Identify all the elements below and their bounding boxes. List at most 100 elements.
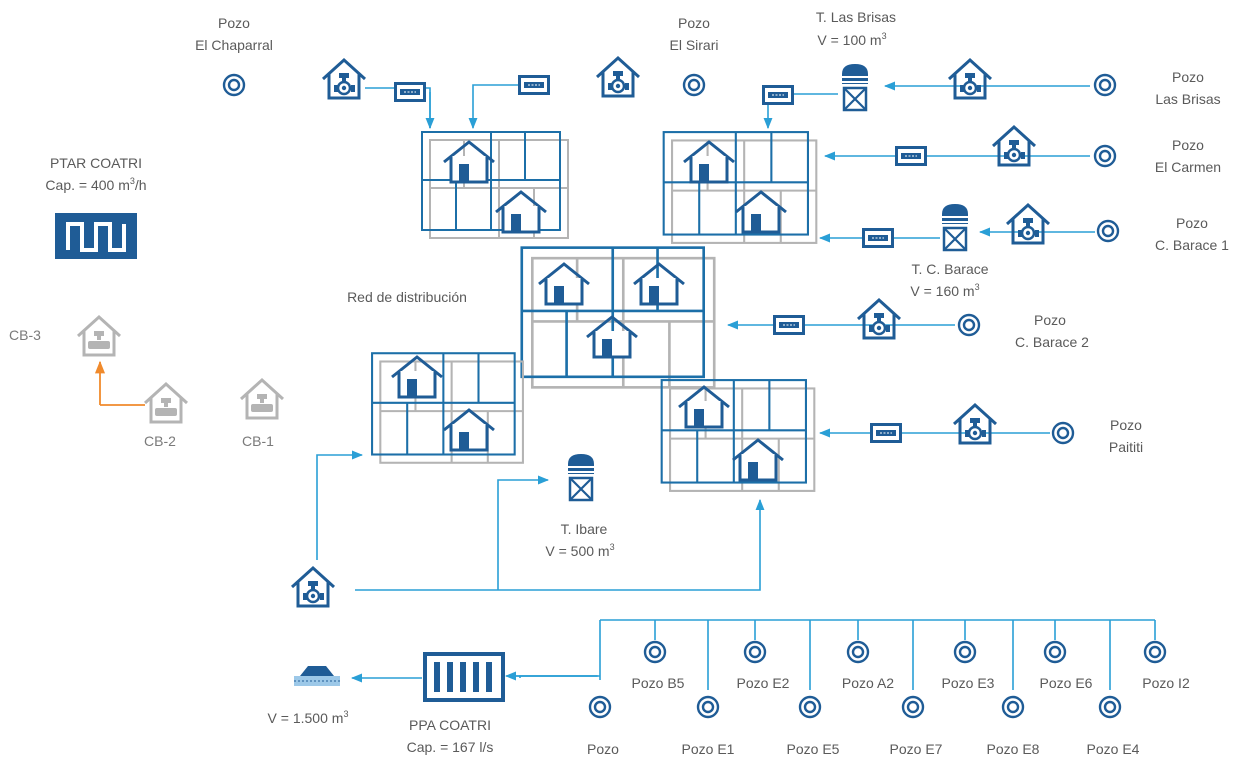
tank-las-brisas-volume: V = 100 m3 [817, 31, 886, 48]
district-grid [421, 131, 569, 239]
house-icon [442, 140, 496, 184]
house-icon [677, 385, 731, 429]
well-icon [846, 640, 870, 664]
pump-station-cb2-icon [143, 382, 189, 424]
well-sirari-label-1: Pozo [678, 15, 710, 31]
pump-house-icon [290, 566, 336, 608]
well-carmen-label-1: Pozo [1172, 137, 1204, 153]
well-icon [1093, 144, 1117, 168]
well-barace2-label-1: Pozo [1034, 312, 1066, 328]
field-well-label: Pozo E1 [682, 741, 735, 757]
well-chaparral-label-2: El Chaparral [195, 37, 273, 53]
well-barace2-label-2: C. Barace 2 [1015, 334, 1089, 350]
tank-ibare-volume: V = 500 m3 [545, 542, 614, 559]
field-well-label: Pozo E2 [737, 675, 790, 691]
house-icon [731, 438, 785, 482]
house-icon [390, 355, 444, 399]
reservoir-icon [294, 666, 340, 686]
well-las-brisas-label-1: Pozo [1172, 69, 1204, 85]
network-label: Red de distribución [347, 289, 467, 305]
field-well-label: Pozo [587, 741, 619, 757]
distribution-network [370, 131, 818, 492]
field-well-label: Pozo E5 [787, 741, 840, 757]
meter-icon [762, 85, 794, 105]
pump-house-icon [595, 56, 641, 98]
well-icon [953, 640, 977, 664]
well-icon [588, 695, 612, 719]
meter-icon [862, 228, 894, 248]
meter-icon [870, 423, 902, 443]
house-icon [494, 190, 548, 234]
cb1-label: CB-1 [242, 433, 274, 449]
meter-icon [394, 82, 426, 102]
pump-house-icon [991, 125, 1037, 167]
district-grid [520, 246, 716, 389]
house-icon [537, 262, 591, 306]
well-chaparral-label-1: Pozo [218, 15, 250, 31]
pump-house-icon [856, 298, 902, 340]
well-icon [957, 313, 981, 337]
well-icon [743, 640, 767, 664]
well-barace1-label-1: Pozo [1176, 215, 1208, 231]
house-icon [632, 262, 686, 306]
ppa-plant-icon [423, 652, 505, 702]
ppa-title: PPA COATRI [409, 717, 491, 733]
water-tower-icon [940, 202, 970, 252]
cb3-label: CB-3 [9, 327, 41, 343]
pump-house-icon [321, 58, 367, 100]
cb2-label: CB-2 [144, 433, 176, 449]
meter-icon [518, 75, 550, 95]
pump-house-icon [947, 58, 993, 100]
well-icon [798, 695, 822, 719]
well-paititi-label-1: Pozo [1110, 417, 1142, 433]
ptar-title: PTAR COATRI [50, 155, 142, 171]
district-grid [660, 379, 816, 492]
field-well-label: Pozo E7 [890, 741, 943, 757]
treatment-plant-icon [55, 213, 137, 259]
pump-house-icon [1005, 203, 1051, 245]
well-sirari-label-2: El Sirari [669, 37, 718, 53]
tank-ibare-name: T. Ibare [561, 521, 608, 537]
ptar-capacity: Cap. = 400 m3/h [45, 176, 146, 193]
field-well-label: Pozo E4 [1087, 741, 1140, 757]
well-icon [1096, 219, 1120, 243]
well-icon [1098, 695, 1122, 719]
field-well-label: Pozo E3 [942, 675, 995, 691]
district-grid [662, 131, 818, 244]
well-icon [643, 640, 667, 664]
field-well-label: Pozo E8 [987, 741, 1040, 757]
well-icon [682, 73, 706, 97]
orange-pipe [100, 362, 145, 406]
field-well-label: Pozo I2 [1142, 675, 1190, 691]
tank-barace-volume: V = 160 m3 [910, 282, 979, 299]
well-icon [1093, 73, 1117, 97]
district-grid [370, 352, 525, 464]
well-icon [1143, 640, 1167, 664]
well-carmen-label-2: El Carmen [1155, 159, 1221, 175]
ppa-capacity: Cap. = 167 l/s [407, 739, 494, 755]
tank-las-brisas-name: T. Las Brisas [816, 9, 896, 25]
field-well-label: Pozo E6 [1040, 675, 1093, 691]
well-icon [1043, 640, 1067, 664]
meter-icon [895, 146, 927, 166]
well-paititi-label-2: Paititi [1109, 439, 1143, 455]
pump-station-cb3-icon [76, 315, 122, 357]
pump-house-icon [952, 403, 998, 445]
house-icon [682, 140, 736, 184]
well-icon [696, 695, 720, 719]
well-barace1-label-2: C. Barace 1 [1155, 237, 1229, 253]
tank-barace-name: T. C. Barace [911, 261, 988, 277]
well-icon [901, 695, 925, 719]
well-icon [1051, 421, 1075, 445]
field-well-label: Pozo B5 [632, 675, 685, 691]
reservoir-volume: V = 1.500 m3 [268, 709, 349, 726]
well-las-brisas-label-2: Las Brisas [1155, 91, 1220, 107]
field-well-label: Pozo A2 [842, 675, 894, 691]
water-tower-icon [566, 452, 596, 502]
well-icon [222, 73, 246, 97]
water-tower-icon [840, 62, 870, 112]
pump-station-cb1-icon [239, 378, 285, 420]
well-icon [1001, 695, 1025, 719]
